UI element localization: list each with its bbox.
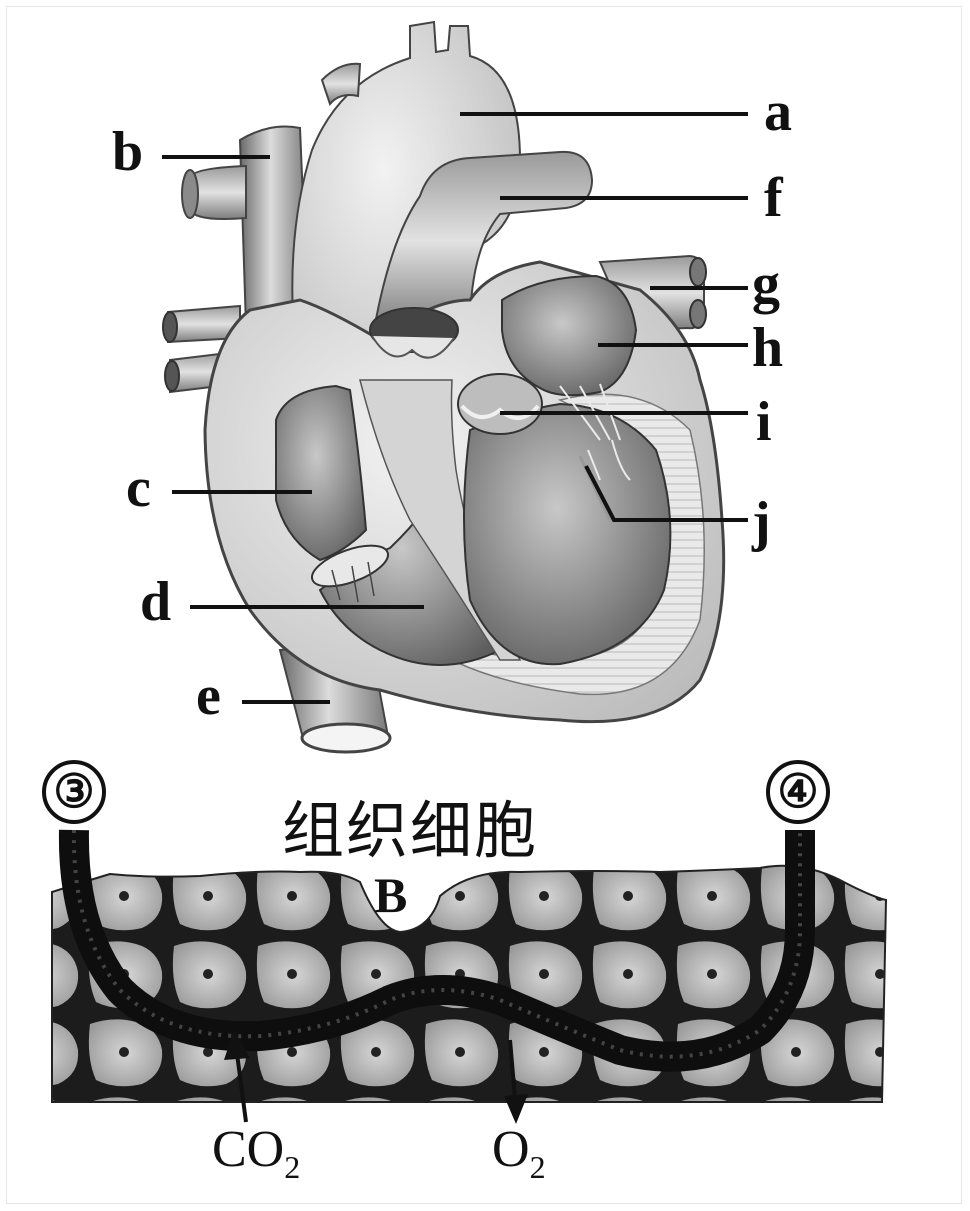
left-ventricle xyxy=(464,404,670,664)
label-c: c xyxy=(126,460,151,516)
label-b: b xyxy=(112,124,143,180)
label-d: d xyxy=(140,574,171,630)
o2-subscript: 2 xyxy=(530,1149,546,1185)
label-f: f xyxy=(764,170,783,226)
label-e: e xyxy=(196,668,221,724)
label-g: g xyxy=(752,256,780,312)
co2-text: CO xyxy=(212,1121,284,1178)
o2-text: O xyxy=(492,1121,530,1178)
marker-left: ③ xyxy=(42,760,106,824)
marker-right: ④ xyxy=(766,760,830,824)
label-i: i xyxy=(756,394,772,450)
o2-label: O2 xyxy=(492,1124,546,1183)
label-h: h xyxy=(752,320,783,376)
label-j: j xyxy=(752,494,771,550)
co2-label: CO2 xyxy=(212,1124,300,1183)
label-a: a xyxy=(764,84,792,140)
region-label: B xyxy=(374,870,407,920)
co2-subscript: 2 xyxy=(284,1149,300,1185)
tissue-title: 组织细胞 xyxy=(282,800,538,862)
tissue-panel xyxy=(52,830,886,1124)
heart-illustration xyxy=(163,22,724,752)
